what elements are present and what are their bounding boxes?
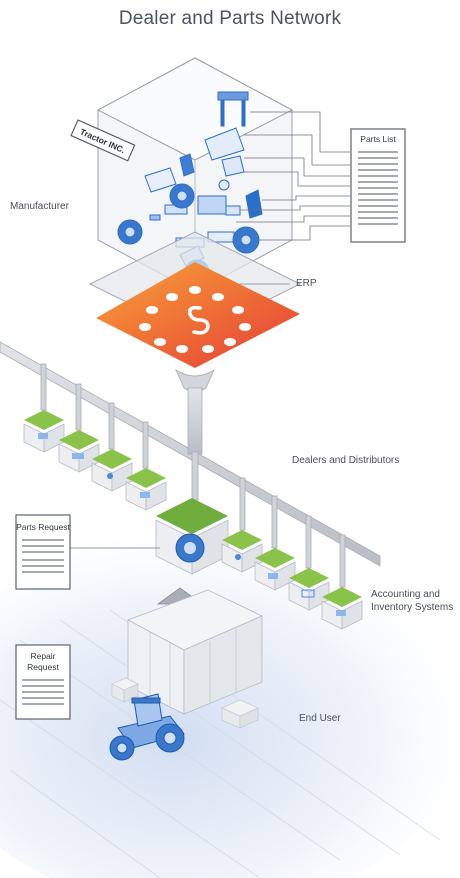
dealers-label: Dealers and Distributors — [292, 455, 400, 466]
parts-list-document: Parts List — [350, 128, 406, 243]
dealer-node-3 — [91, 449, 133, 492]
parts-leader-lines — [236, 111, 350, 241]
repair-request-title-line1: Repair — [30, 651, 55, 661]
wheel-part-3 — [232, 226, 260, 254]
end-user-building — [111, 589, 263, 729]
tractor-illustration — [109, 693, 185, 761]
dealer-node-1 — [23, 410, 65, 453]
dealer-nodes — [23, 410, 363, 630]
dealer-node-2 — [58, 430, 100, 473]
dealer-node-8 — [321, 587, 363, 630]
end-user-label: End User — [299, 713, 341, 724]
dealer-node-5 — [221, 530, 263, 573]
erp-platform — [96, 262, 300, 368]
page-title: Dealer and Parts Network — [118, 8, 342, 29]
parts-list-title: Parts List — [360, 134, 396, 144]
manufacturer-label: Manufacturer — [10, 201, 69, 212]
parts-request-title: Parts Request — [16, 522, 70, 532]
erp-label: ERP — [296, 278, 317, 289]
wheel-part-1 — [169, 183, 195, 209]
wheel-part-2 — [117, 219, 143, 245]
repair-request-title-line2: Request — [27, 662, 59, 672]
accounting-label-line2: Inventory Systems — [371, 602, 454, 613]
accounting-label-line1: Accounting and — [371, 589, 440, 600]
dealer-node-7 — [288, 568, 330, 611]
parts-request-document: Parts Request — [15, 514, 160, 590]
repair-request-document: Repair Request — [15, 644, 71, 720]
dealer-node-central — [155, 498, 229, 575]
dealer-node-6 — [254, 548, 296, 591]
cab-frame-part — [217, 91, 249, 127]
dealer-node-4 — [125, 468, 167, 511]
